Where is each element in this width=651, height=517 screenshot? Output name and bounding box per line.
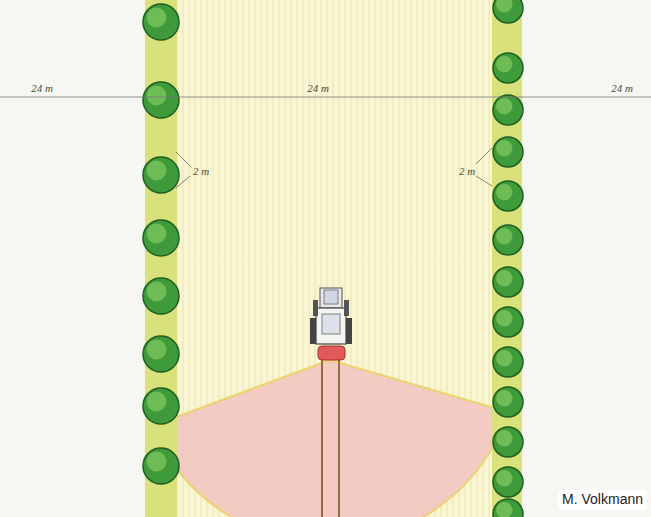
tree-crown: [493, 307, 523, 337]
tree-crown: [493, 53, 523, 83]
tree-crown: [143, 220, 179, 256]
tree-crown: [493, 95, 523, 125]
tractor: [310, 288, 352, 360]
wheel-track: [321, 356, 323, 517]
tree-strip-right: [492, 0, 522, 517]
tree-crown: [493, 0, 523, 23]
spray-fan: [152, 360, 508, 517]
dimension-label: 24 m: [31, 82, 53, 94]
tree-crown: [143, 448, 179, 484]
tree-crown: [143, 278, 179, 314]
author-watermark: M. Volkmann: [558, 490, 647, 509]
tree-crown: [143, 157, 179, 193]
tree-crown: [493, 347, 523, 377]
wheel-track: [338, 356, 340, 517]
tree-crown: [493, 427, 523, 457]
tree-crown: [493, 137, 523, 167]
dimension-label: 24 m: [611, 82, 633, 94]
leader-line: [176, 176, 190, 188]
leader-line: [176, 152, 190, 166]
dimension-line: [0, 97, 651, 98]
dimension-label: 2 m: [459, 165, 475, 177]
tree-crown: [493, 499, 523, 517]
tree-crown: [143, 388, 179, 424]
tree-crown: [143, 82, 179, 118]
dimension-label: 2 m: [193, 165, 209, 177]
leader-line: [476, 176, 492, 186]
tree-crown: [143, 4, 179, 40]
leader-line: [476, 148, 492, 164]
tree-crown: [493, 387, 523, 417]
trees: [143, 0, 523, 517]
tree-crown: [493, 181, 523, 211]
tree-crown: [493, 467, 523, 497]
dimension-label: 24 m: [307, 82, 329, 94]
tree-crown: [493, 225, 523, 255]
tree-crown: [143, 336, 179, 372]
tree-crown: [493, 267, 523, 297]
tree-strip-left: [145, 0, 177, 517]
